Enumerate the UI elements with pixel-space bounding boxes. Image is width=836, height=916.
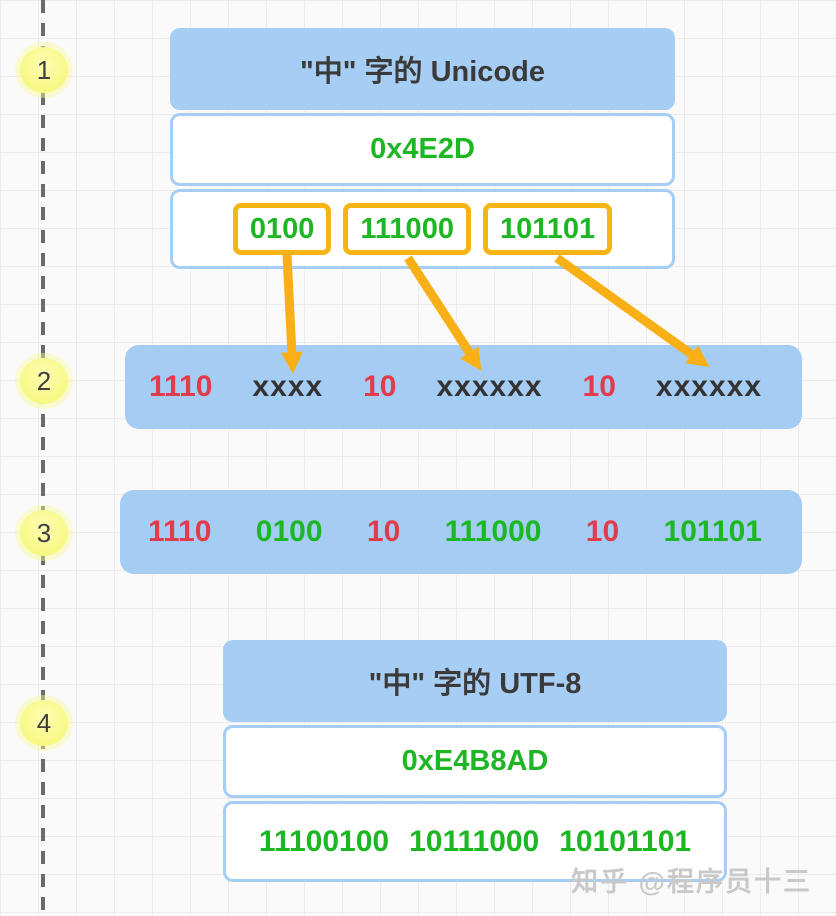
bit-group-1: 0100 [232, 203, 332, 255]
unicode-bit-groups: 0100 111000 101101 [170, 189, 675, 269]
utf8-hex-value: 0xE4B8AD [223, 725, 727, 798]
unicode-box: "中" 字的 Unicode 0x4E2D 0100 111000 101101 [170, 28, 675, 269]
unicode-hex-value: 0x4E2D [170, 113, 675, 186]
template-token: 1110 [149, 370, 213, 403]
template-token: 10 [363, 370, 397, 403]
arrow-2 [404, 255, 482, 371]
utf8-byte-groups: 11100100 10111000 10101101 [223, 801, 727, 882]
filled-token: 0100 [255, 515, 323, 548]
step-badge-3: 3 [20, 510, 68, 556]
step-number: 1 [36, 54, 52, 85]
template-token: xxxxxx [436, 370, 543, 403]
template-token: xxxx [252, 370, 324, 403]
step-number: 2 [36, 365, 52, 396]
arrow-1 [280, 253, 303, 374]
filled-token: 1110 [148, 515, 212, 548]
template-token: xxxxxx [655, 370, 762, 403]
utf8-box: "中" 字的 UTF-8 0xE4B8AD 11100100 10111000 … [223, 640, 727, 882]
filled-token: 111000 [444, 515, 542, 548]
filled-token: 10 [585, 515, 620, 548]
byte-group-1: 11100100 [258, 824, 390, 858]
step-badge-2: 2 [20, 358, 68, 404]
step-number: 4 [36, 707, 52, 738]
utf8-box-title: "中" 字的 UTF-8 [223, 640, 727, 722]
byte-group-2: 10111000 [409, 824, 540, 858]
unicode-box-title: "中" 字的 Unicode [170, 28, 675, 110]
step-number: 3 [36, 517, 52, 548]
bit-group-3: 101101 [482, 203, 613, 255]
filled-token: 101101 [663, 515, 762, 548]
step-badge-1: 1 [20, 47, 68, 93]
watermark: 知乎 @程序员十三 [571, 867, 812, 897]
filled-token: 10 [366, 515, 401, 548]
utf8-filled-bar: 1110 0100 10 111000 10 101101 [120, 490, 802, 574]
byte-group-3: 10101101 [559, 824, 692, 858]
template-token: 10 [582, 370, 616, 403]
utf8-template-bar: 1110 xxxx 10 xxxxxx 10 xxxxxx [125, 345, 802, 429]
arrow-3 [554, 254, 710, 368]
timeline-dashed-line [41, 0, 45, 916]
step-badge-4: 4 [20, 700, 68, 746]
bit-group-2: 111000 [343, 203, 471, 255]
